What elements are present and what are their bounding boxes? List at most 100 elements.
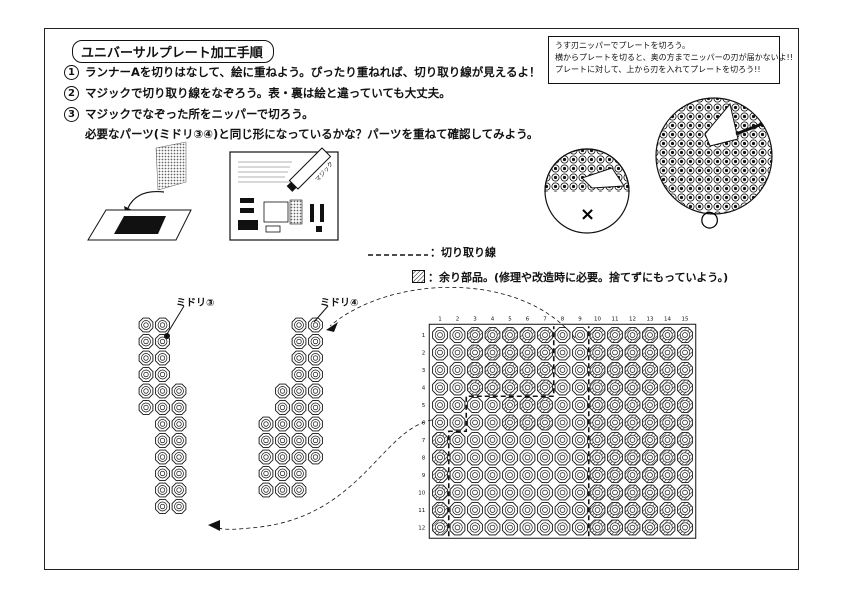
grid-bead xyxy=(572,327,588,343)
bead-ring xyxy=(294,485,304,495)
midori4-bead xyxy=(308,317,323,333)
grid-bead xyxy=(519,502,536,518)
bead-hole xyxy=(577,524,583,531)
arrow-head-midori4 xyxy=(326,322,338,332)
grid-bead xyxy=(589,362,606,378)
grid-bead xyxy=(502,414,518,431)
grid-bead xyxy=(467,449,483,466)
grid-bead xyxy=(449,397,466,413)
midori3-bead xyxy=(171,482,187,498)
bead-hole xyxy=(577,419,583,426)
bead-ring xyxy=(504,399,516,411)
grid-bead xyxy=(554,502,571,518)
bead-hole xyxy=(507,472,513,478)
midori3-bead xyxy=(171,400,187,415)
grid-row-label: 4 xyxy=(422,386,426,392)
bead-ring xyxy=(294,353,304,363)
grid-bead xyxy=(624,484,641,501)
bead-hole xyxy=(612,454,618,461)
bead-hole xyxy=(559,437,566,443)
bead-ring xyxy=(557,434,568,446)
bead-ring xyxy=(522,399,533,411)
midori4-bead xyxy=(275,416,290,432)
arrow-to-midori4 xyxy=(329,286,576,339)
bead-hole xyxy=(296,322,302,328)
bead-ring xyxy=(141,386,151,396)
bead-ring xyxy=(157,501,168,512)
bead-hole xyxy=(176,421,182,427)
bead-hole xyxy=(159,404,166,411)
bead-ring xyxy=(294,386,304,396)
midori4-bead xyxy=(308,334,323,349)
grid-bead xyxy=(537,502,553,518)
bead-hole xyxy=(263,487,269,493)
bead-ring xyxy=(662,382,673,393)
grid-bead xyxy=(572,502,588,518)
midori3-bead xyxy=(155,400,170,415)
bead-hole xyxy=(472,332,478,338)
bead-hole xyxy=(296,388,302,394)
bead-ring xyxy=(174,468,184,479)
bead-ring xyxy=(469,522,481,533)
bead-ring xyxy=(277,435,288,446)
bead-ring xyxy=(644,434,656,446)
bead-hole xyxy=(437,419,443,426)
midori3-bead xyxy=(155,482,170,498)
bead-ring xyxy=(627,417,638,428)
bead-hole xyxy=(489,367,496,373)
grid-bead xyxy=(624,467,641,483)
grid-bead xyxy=(642,467,658,483)
bead-ring xyxy=(294,369,304,380)
grid-bead xyxy=(659,414,676,431)
bead-ring xyxy=(504,382,516,393)
bead-hole xyxy=(159,503,166,510)
grid-bead xyxy=(449,362,466,378)
bead-hole xyxy=(437,437,443,443)
bead-hole xyxy=(682,384,688,391)
bead-hole xyxy=(524,367,531,373)
midori3-bead xyxy=(171,499,187,514)
bead-ring xyxy=(662,347,673,358)
grid-bead xyxy=(554,467,571,483)
bead-ring xyxy=(609,434,621,446)
bead-ring xyxy=(644,399,656,411)
grid-bead xyxy=(467,362,483,378)
bead-hole xyxy=(489,402,496,408)
bead-hole xyxy=(159,371,166,378)
bead-ring xyxy=(157,435,168,446)
grid-bead xyxy=(589,414,606,431)
midori4-bead xyxy=(258,433,274,448)
grid-column-label: 6 xyxy=(526,316,530,322)
bead-ring xyxy=(141,402,151,413)
grid-bead xyxy=(484,467,501,483)
grid-bead xyxy=(659,327,676,343)
grid-bead xyxy=(554,432,571,448)
bead-ring xyxy=(487,522,498,533)
bead-hole xyxy=(524,507,531,513)
grid-bead xyxy=(519,414,536,431)
bead-hole xyxy=(437,384,443,391)
bead-ring xyxy=(174,485,184,495)
grid-column-label: 2 xyxy=(456,316,460,322)
midori4-bead xyxy=(308,350,323,366)
grid-bead xyxy=(659,519,676,536)
bead-hole xyxy=(312,421,319,427)
bead-ring xyxy=(310,435,321,446)
grid-bead xyxy=(607,467,623,483)
bead-ring xyxy=(277,386,288,396)
bead-hole xyxy=(664,367,671,373)
bead-hole xyxy=(279,404,286,411)
grid-bead xyxy=(432,502,448,518)
bead-hole xyxy=(682,507,688,513)
bead-hole xyxy=(437,332,443,338)
bead-hole xyxy=(143,355,149,361)
bead-hole xyxy=(507,419,513,426)
bead-ring xyxy=(662,469,673,481)
bead-ring xyxy=(679,399,691,411)
bead-ring xyxy=(627,347,638,358)
bead-ring xyxy=(522,469,533,481)
bead-hole xyxy=(312,454,319,460)
grid-bead xyxy=(589,502,606,518)
bead-hole xyxy=(542,419,548,426)
bead-hole xyxy=(594,367,601,373)
